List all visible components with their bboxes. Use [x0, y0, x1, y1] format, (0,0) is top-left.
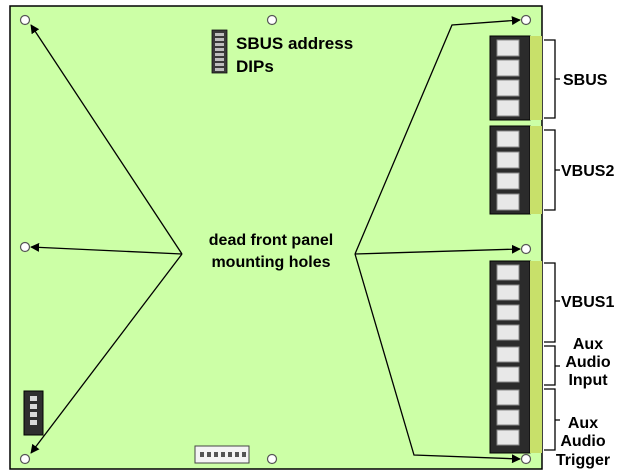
arrow-bottom-right — [354, 253, 521, 464]
arrow-mid-left — [30, 242, 183, 255]
vbus1-bracket — [544, 262, 560, 343]
vbus2-bracket — [544, 129, 560, 211]
sbus-label: SBUS — [563, 72, 608, 89]
dip-switch-icon — [211, 29, 228, 74]
bottom-header-connector-icon — [194, 445, 250, 464]
sbus-dips-label-line1: SBUS address — [236, 34, 353, 53]
mounting-holes — [19, 14, 532, 465]
sbus-terminal-block — [489, 35, 542, 121]
connector-brackets — [544, 39, 560, 451]
circuit-board — [9, 5, 543, 470]
mounting-hole-bottom-center — [266, 453, 278, 465]
aux-input-bracket — [544, 345, 560, 386]
aux-trigger-label-line1: Aux — [568, 415, 598, 432]
arrow-top-left — [30, 24, 183, 255]
aux-trigger-label-line2: Audio — [560, 433, 606, 450]
aux-trigger-bracket — [544, 388, 560, 451]
sbus-bracket — [544, 39, 560, 119]
leader-arrows — [30, 16, 521, 464]
mounting-hole-top-right — [520, 14, 532, 26]
aux-input-label-line2: Audio — [565, 354, 611, 371]
vbus1-aux-terminal-block — [489, 260, 542, 454]
sbus-dips-label-line2: DIPs — [236, 57, 274, 76]
left-header-connector-icon — [23, 390, 44, 436]
mounting-hole-mid-right — [520, 243, 532, 255]
arrow-top-right — [354, 16, 521, 255]
vbus1-label: VBUS1 — [561, 294, 614, 311]
arrow-mid-right — [354, 244, 521, 255]
mounting-hole-top-center — [266, 14, 278, 26]
aux-trigger-label-line3: Trigger — [556, 452, 610, 469]
aux-input-label-line3: Input — [568, 372, 608, 389]
mounting-hole-bottom-right — [520, 453, 532, 465]
arrow-bottom-left — [30, 253, 183, 454]
vbus2-terminal-block — [489, 125, 542, 215]
vbus2-label: VBUS2 — [561, 163, 614, 180]
mounting-hole-bottom-left — [19, 453, 31, 465]
center-label-line2: mounting holes — [211, 254, 330, 271]
mounting-hole-mid-left — [19, 241, 31, 253]
center-label-line1: dead front panel — [209, 232, 333, 249]
aux-input-label-line1: Aux — [573, 336, 603, 353]
mounting-hole-top-left — [19, 14, 31, 26]
